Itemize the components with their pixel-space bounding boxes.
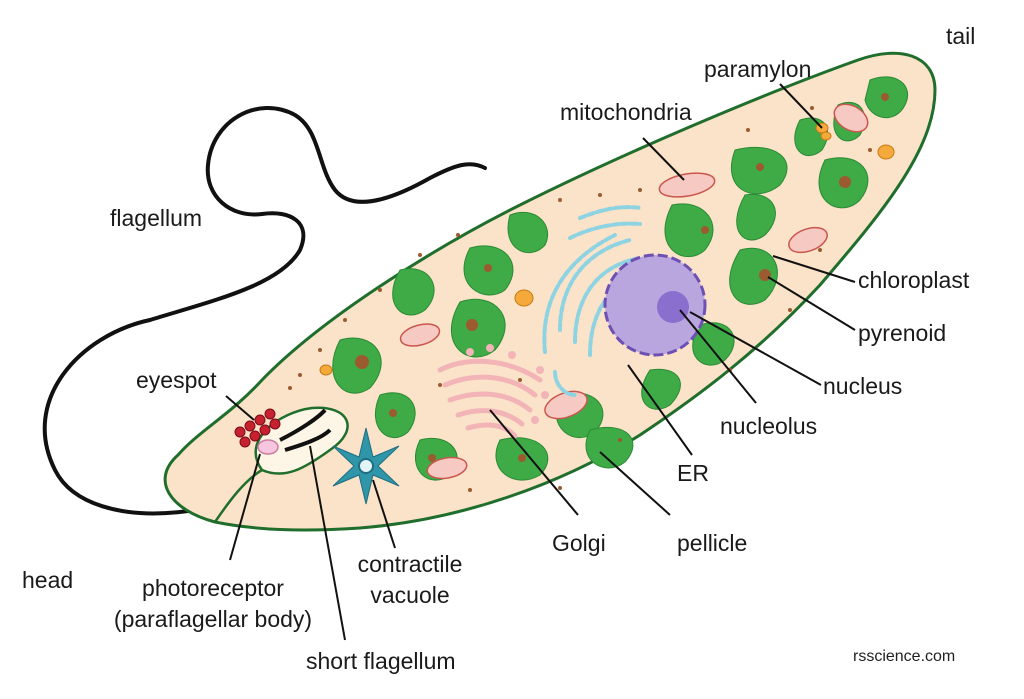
label-mitochondria: mitochondria bbox=[560, 99, 692, 125]
label-golgi: Golgi bbox=[552, 530, 606, 556]
golgi-apparatus bbox=[437, 358, 543, 439]
label-tail: tail bbox=[946, 23, 976, 49]
label-nucleolus: nucleolus bbox=[720, 413, 818, 439]
label-photoreceptor-sub: (paraflagellar body) bbox=[113, 606, 313, 632]
label-short-flagellum: short flagellum bbox=[306, 648, 456, 674]
head-groove bbox=[213, 468, 263, 523]
label-photoreceptor: photoreceptor bbox=[142, 575, 284, 601]
eyespot-shape bbox=[234, 408, 281, 448]
photoreceptor-shape bbox=[257, 439, 279, 455]
label-contractile: contractile bbox=[357, 551, 463, 577]
flagellum-shape bbox=[42, 106, 487, 516]
label-vacuole: vacuole bbox=[370, 582, 450, 608]
label-paramylon: paramylon bbox=[704, 56, 812, 82]
label-chloroplast: chloroplast bbox=[858, 267, 970, 293]
short-flagellum-shape bbox=[279, 408, 327, 442]
label-eyespot: eyespot bbox=[136, 367, 217, 393]
paramylon-granules bbox=[319, 122, 895, 376]
contractile-vacuole-shape bbox=[332, 427, 400, 505]
label-pyrenoid: pyrenoid bbox=[858, 320, 947, 346]
label-head: head bbox=[22, 567, 74, 593]
label-nucleus: nucleus bbox=[823, 373, 903, 399]
leader-lines bbox=[225, 83, 856, 641]
credit-text: rsscience.com bbox=[853, 648, 956, 665]
label-er: ER bbox=[677, 460, 709, 486]
nucleus-shape bbox=[603, 253, 707, 357]
nucleolus-shape bbox=[657, 291, 689, 323]
label-pellicle: pellicle bbox=[677, 530, 748, 556]
mitochondria-shapes bbox=[399, 103, 869, 480]
golgi-vesicles bbox=[466, 344, 549, 424]
label-flagellum: flagellum bbox=[110, 205, 203, 231]
